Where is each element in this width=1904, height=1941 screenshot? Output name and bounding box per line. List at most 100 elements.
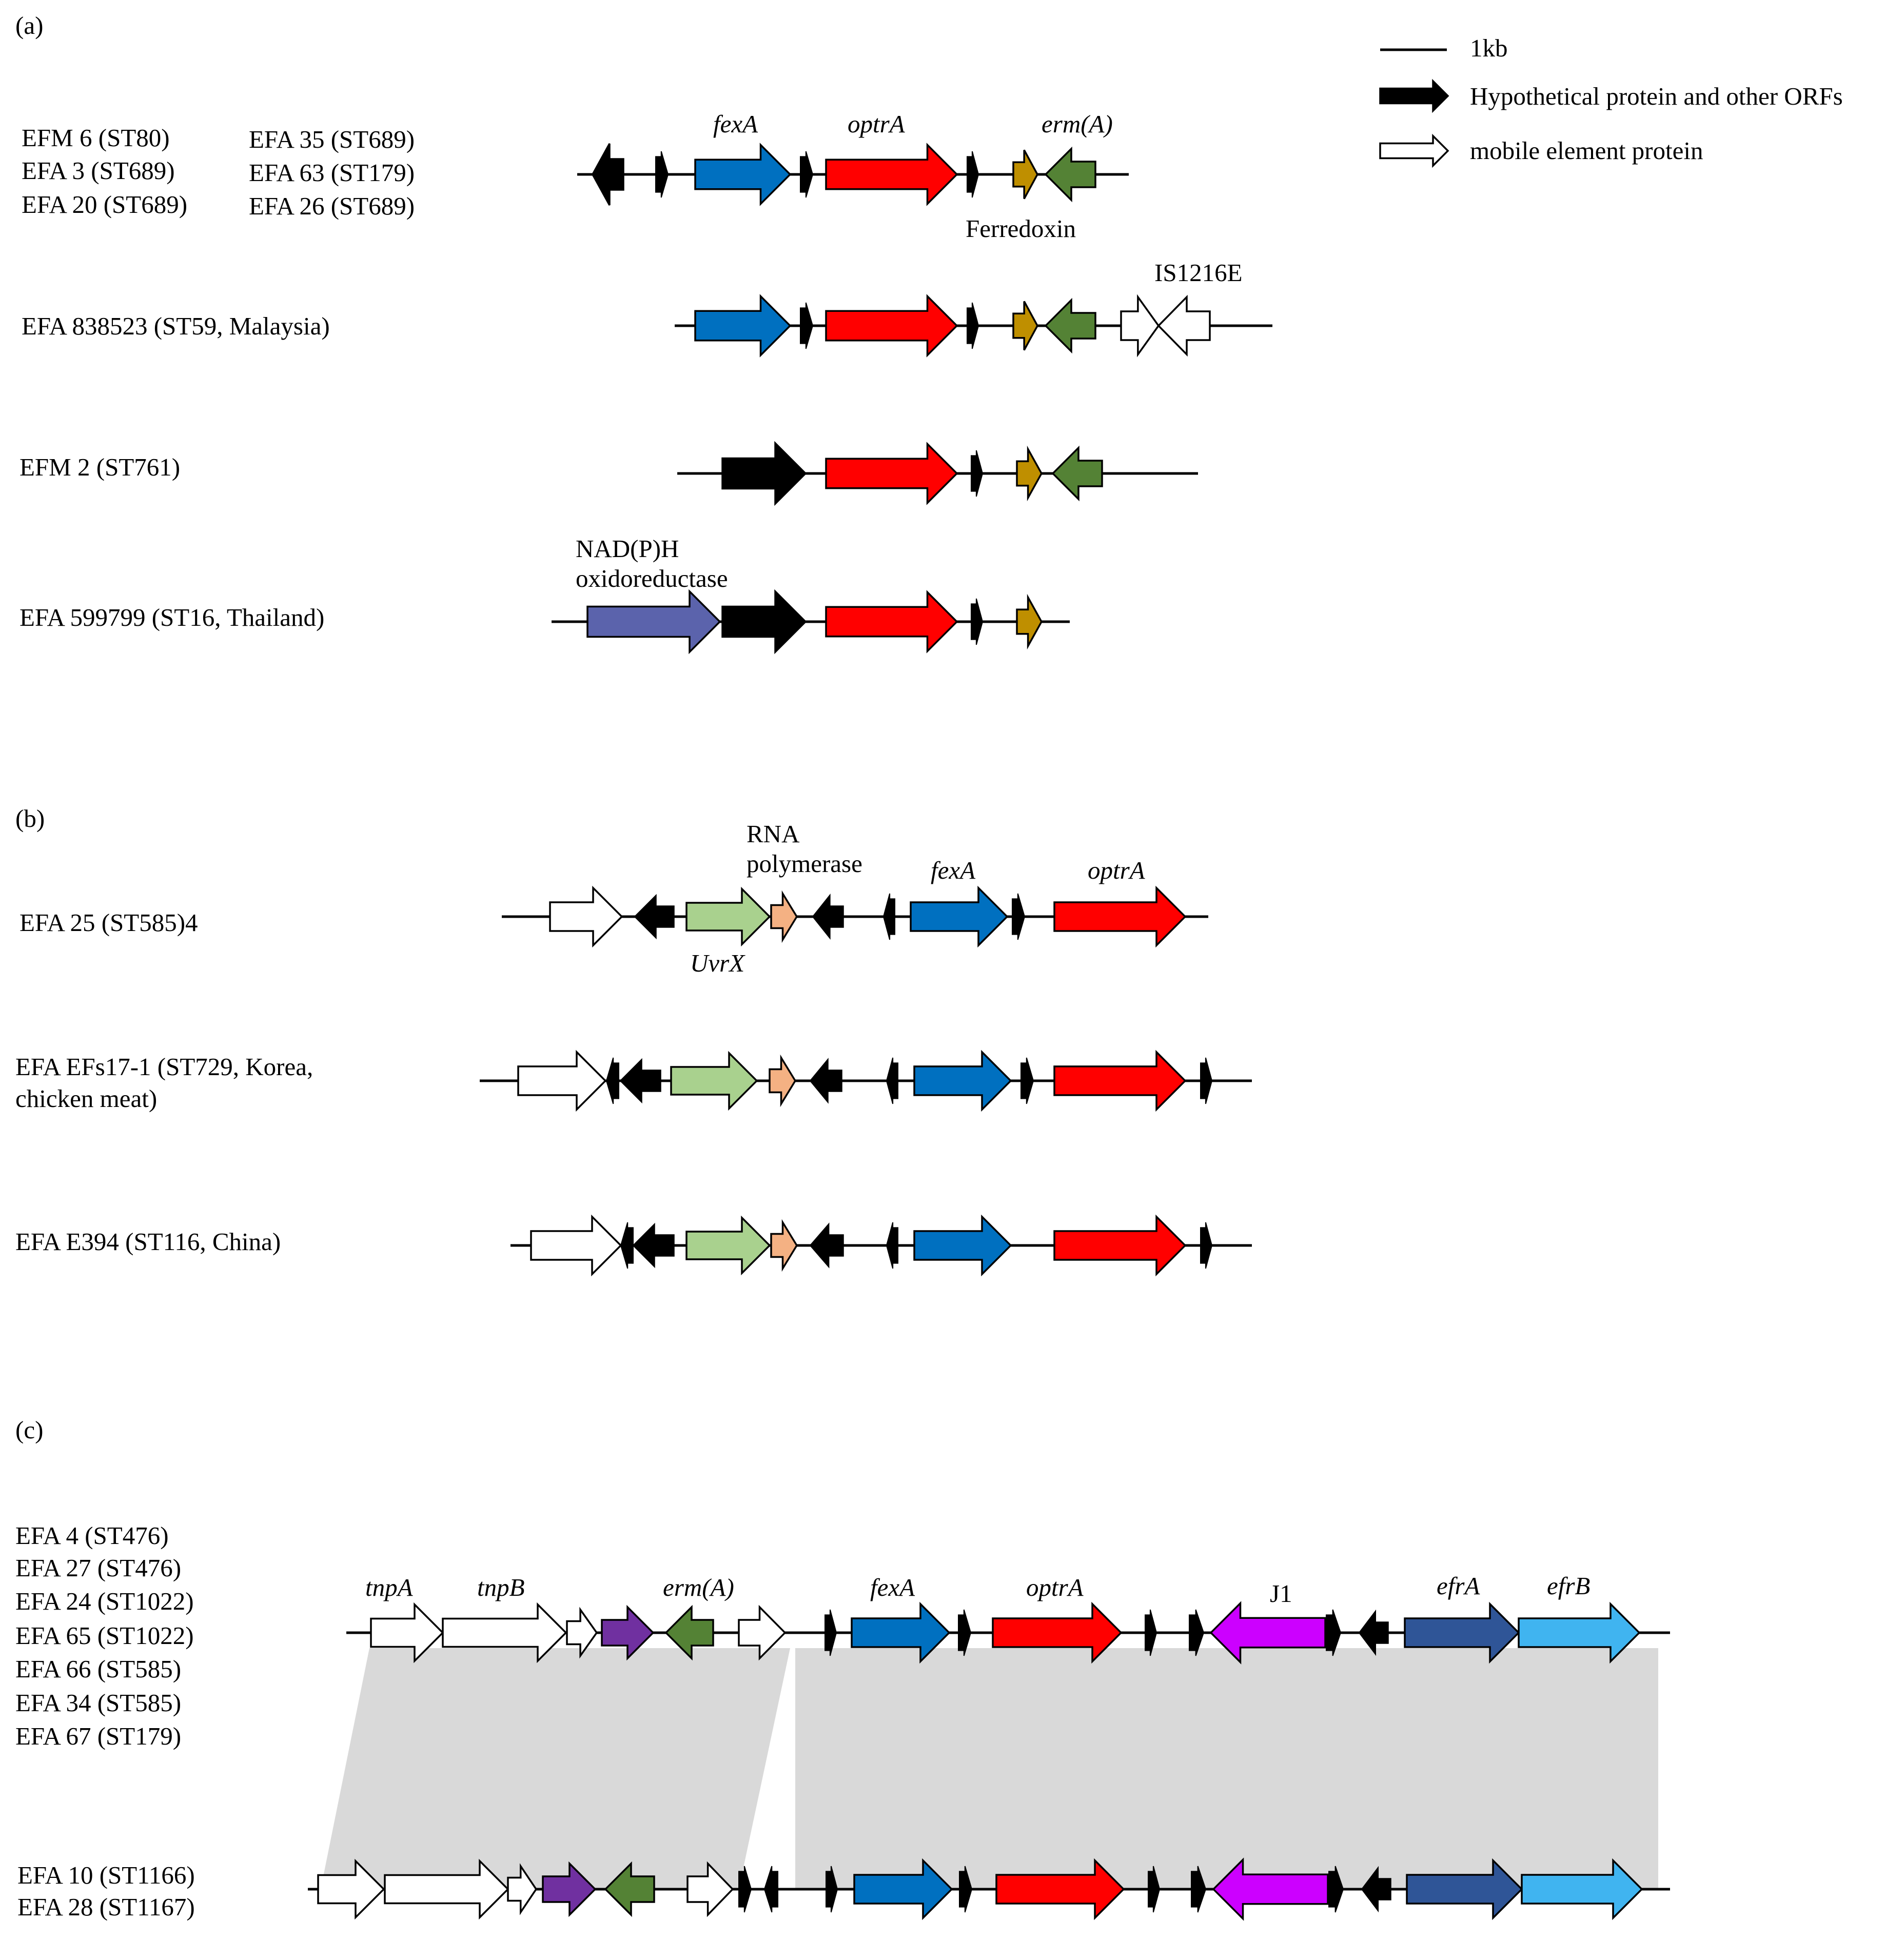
hypothetical-orf — [1358, 1609, 1389, 1656]
fexA-gene — [913, 1049, 1012, 1112]
rna-polymerase-gene — [770, 1219, 798, 1272]
gene-label-optrA: optrA — [1026, 1573, 1084, 1601]
small-orf — [882, 893, 895, 940]
ermA-gene-2 — [664, 1605, 714, 1661]
mobile-element-gene — [317, 1858, 385, 1920]
optrA-gene — [1053, 1214, 1187, 1277]
ermA-gene — [1044, 298, 1096, 354]
legend-mobile-label: mobile element protein — [1470, 136, 1703, 165]
mobile-element-gene — [566, 1607, 598, 1659]
hypothetical-orf — [632, 1222, 675, 1269]
small-orf — [971, 598, 984, 645]
ermA-gene — [1051, 445, 1103, 502]
hypothetical-orf — [721, 441, 807, 506]
strain-label: EFA 10 (ST1166) — [17, 1861, 195, 1889]
small-orf — [1012, 893, 1026, 940]
small-orf — [825, 1609, 837, 1656]
gene-label-tnpB: tnpB — [477, 1573, 525, 1601]
strain-label: EFA 63 (ST179) — [249, 159, 415, 187]
gene-label-efrA: efrA — [1437, 1572, 1480, 1600]
ferredoxin-gene — [1016, 445, 1043, 502]
hypothetical-orf — [634, 894, 675, 940]
strain-label: EFA 3 (ST689) — [22, 156, 175, 185]
optrA-gene — [825, 442, 958, 505]
tnpB-gene — [442, 1602, 567, 1663]
small-orf — [1200, 1057, 1213, 1104]
optrA-gene — [1053, 885, 1187, 948]
optrA-gene — [825, 294, 958, 358]
mobile-element-gene — [384, 1858, 509, 1920]
optrA-gene — [992, 1601, 1123, 1664]
strain-label: EFA 66 (ST585) — [15, 1655, 182, 1683]
ferredoxin-gene — [1016, 593, 1043, 650]
strain-label: EFA 28 (ST1167) — [17, 1893, 195, 1921]
rna-polymerase-gene — [769, 1054, 797, 1107]
uvrX-gene — [685, 1215, 771, 1276]
small-orf — [826, 1866, 838, 1913]
fexA-gene — [910, 885, 1009, 948]
gene-label-optrA: optrA — [1088, 856, 1145, 884]
small-orf — [1189, 1609, 1205, 1656]
legend-hypothetical-label: Hypothetical protein and other ORFs — [1470, 82, 1843, 110]
uvrX-gene — [670, 1051, 758, 1111]
small-orf — [1191, 1866, 1207, 1913]
gene-label-optrA: optrA — [848, 110, 905, 138]
strain-label: EFA 27 (ST476) — [15, 1554, 182, 1582]
legend-mobile-arrow — [1379, 133, 1449, 168]
mobile-element-gene — [738, 1605, 787, 1661]
optrA-gene — [1053, 1049, 1187, 1112]
strain-label: EFA 67 (ST179) — [15, 1722, 182, 1750]
small-orf — [1200, 1222, 1213, 1269]
optrA-gene — [825, 143, 958, 206]
hypothetical-orf — [812, 893, 844, 940]
gene-label-is1216e: IS1216E — [1154, 259, 1243, 287]
strain-label: EFA 20 (ST689) — [22, 190, 188, 219]
small-orf — [763, 1866, 778, 1913]
legend-scale-label: 1kb — [1470, 34, 1508, 62]
mobile-element-gene — [1157, 294, 1211, 357]
ermA-gene — [542, 1861, 597, 1917]
small-orf — [620, 1222, 634, 1269]
small-orf — [655, 151, 669, 198]
optrA-gene — [825, 590, 958, 653]
ferredoxin-gene — [1012, 301, 1038, 351]
strain-label: EFA 599799 (ST16, Thailand) — [19, 603, 325, 631]
nadph-oxidoreductase-gene — [586, 589, 721, 655]
ermA-gene-2 — [604, 1861, 655, 1917]
gene-label-fexA: fexA — [870, 1573, 915, 1601]
tnpA-gene — [370, 1602, 444, 1663]
gene-label-J1: J1 — [1270, 1579, 1292, 1608]
gene-label-fexA: fexA — [713, 110, 758, 138]
gene-label-rnapol-2: polymerase — [747, 849, 862, 878]
J1-gene — [1209, 1601, 1326, 1665]
homology-region-right — [795, 1648, 1658, 1889]
strain-label: chicken meat) — [15, 1084, 158, 1113]
ermA-gene — [1044, 146, 1096, 203]
strain-label: EFA EFs17-1 (ST729, Korea, — [15, 1053, 313, 1081]
gene-label-efrB: efrB — [1547, 1572, 1591, 1600]
fexA-gene — [694, 294, 792, 358]
rna-polymerase-gene — [770, 890, 798, 943]
gene-label-nadph-2: oxidoreductase — [576, 564, 728, 592]
small-orf — [1145, 1609, 1157, 1656]
legend-hypothetical-arrow — [1379, 78, 1449, 113]
mobile-element-gene — [549, 885, 623, 948]
small-orf — [959, 1866, 973, 1913]
small-orf — [967, 302, 979, 349]
small-orf — [1328, 1866, 1344, 1913]
hypothetical-orf — [721, 589, 807, 655]
gene-label-rnapol-1: RNA — [747, 820, 800, 848]
efrA-gene — [1406, 1858, 1523, 1920]
strain-label: EFA 26 (ST689) — [249, 192, 415, 220]
strain-label: EFA 34 (ST585) — [15, 1689, 182, 1717]
small-orf — [1148, 1866, 1161, 1913]
homology-region-left — [321, 1648, 790, 1889]
small-orf — [1326, 1609, 1342, 1656]
fexA-gene — [913, 1214, 1012, 1277]
hypothetical-orf — [1361, 1866, 1391, 1913]
small-orf — [971, 450, 984, 497]
hypothetical-orf — [592, 143, 624, 206]
hypothetical-orf — [809, 1058, 842, 1104]
fexA-gene — [694, 143, 792, 206]
